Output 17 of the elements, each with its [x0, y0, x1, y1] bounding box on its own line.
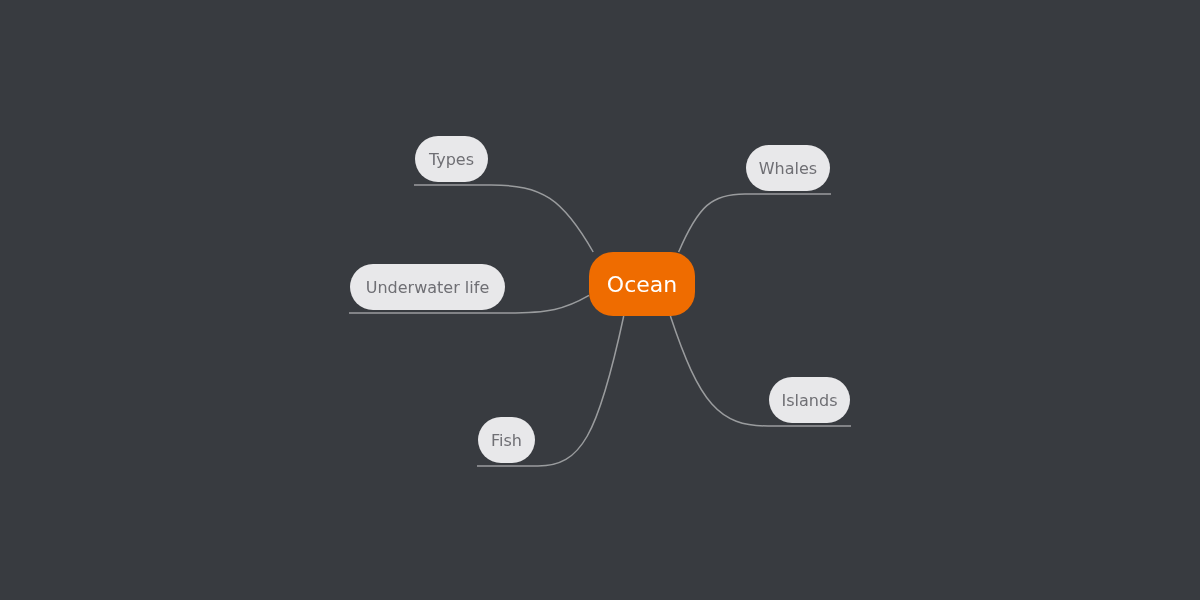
- topic-pill: [350, 264, 505, 310]
- central-topic: [589, 252, 695, 316]
- topic-label: Underwater life: [365, 277, 490, 297]
- connector-line: [669, 315, 852, 427]
- topic-pill: [746, 145, 830, 191]
- topic-label: Ocean: [606, 271, 678, 297]
- connector-line: [348, 294, 590, 314]
- topic-pill: [769, 377, 850, 423]
- connector-line: [476, 315, 625, 467]
- topic-pill: [415, 136, 488, 182]
- connector-line: [677, 193, 832, 253]
- topic-label: Whales: [758, 158, 818, 178]
- topic-pill: [478, 417, 535, 463]
- topic-label: Types: [428, 149, 475, 169]
- connector-line: [413, 184, 594, 253]
- topic-label: Islands: [781, 390, 838, 410]
- topic-label: Fish: [491, 430, 522, 450]
